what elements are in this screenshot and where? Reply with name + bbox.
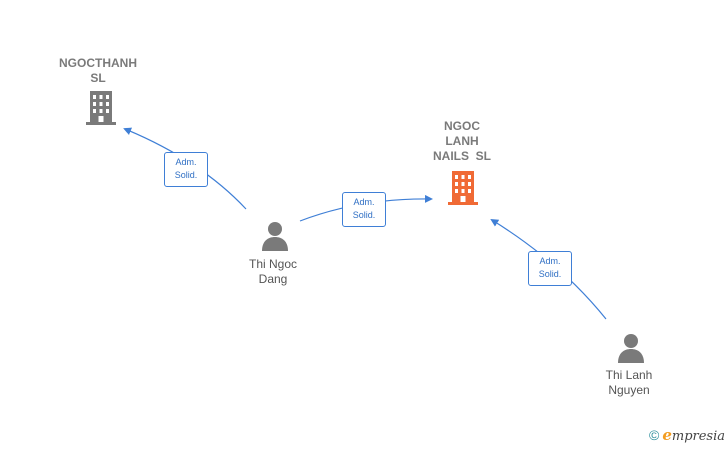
relation-label-nguyen-ngoclanh[interactable]: Adm. Solid.	[528, 251, 572, 286]
brand-logo: empresia	[662, 426, 726, 444]
company-name-ngocthanh[interactable]: NGOCTHANH SL	[59, 56, 137, 85]
relation-label-dang-ngocthanh[interactable]: Adm. Solid.	[164, 152, 208, 187]
person-icon[interactable]	[260, 221, 290, 251]
brand-watermark: © empresia	[649, 426, 725, 444]
copyright-symbol: ©	[649, 427, 660, 443]
relation-label-dang-ngoclanh[interactable]: Adm. Solid.	[342, 192, 386, 227]
person-name-thi-lanh-nguyen[interactable]: Thi Lanh Nguyen	[605, 368, 653, 397]
person-name-thi-ngoc-dang[interactable]: Thi Ngoc Dang	[248, 257, 298, 286]
building-icon[interactable]	[86, 91, 116, 125]
company-name-ngoc-lanh-nails[interactable]: NGOC LANH NAILS SL	[432, 119, 491, 163]
building-icon[interactable]	[448, 171, 478, 205]
person-icon[interactable]	[616, 333, 646, 363]
